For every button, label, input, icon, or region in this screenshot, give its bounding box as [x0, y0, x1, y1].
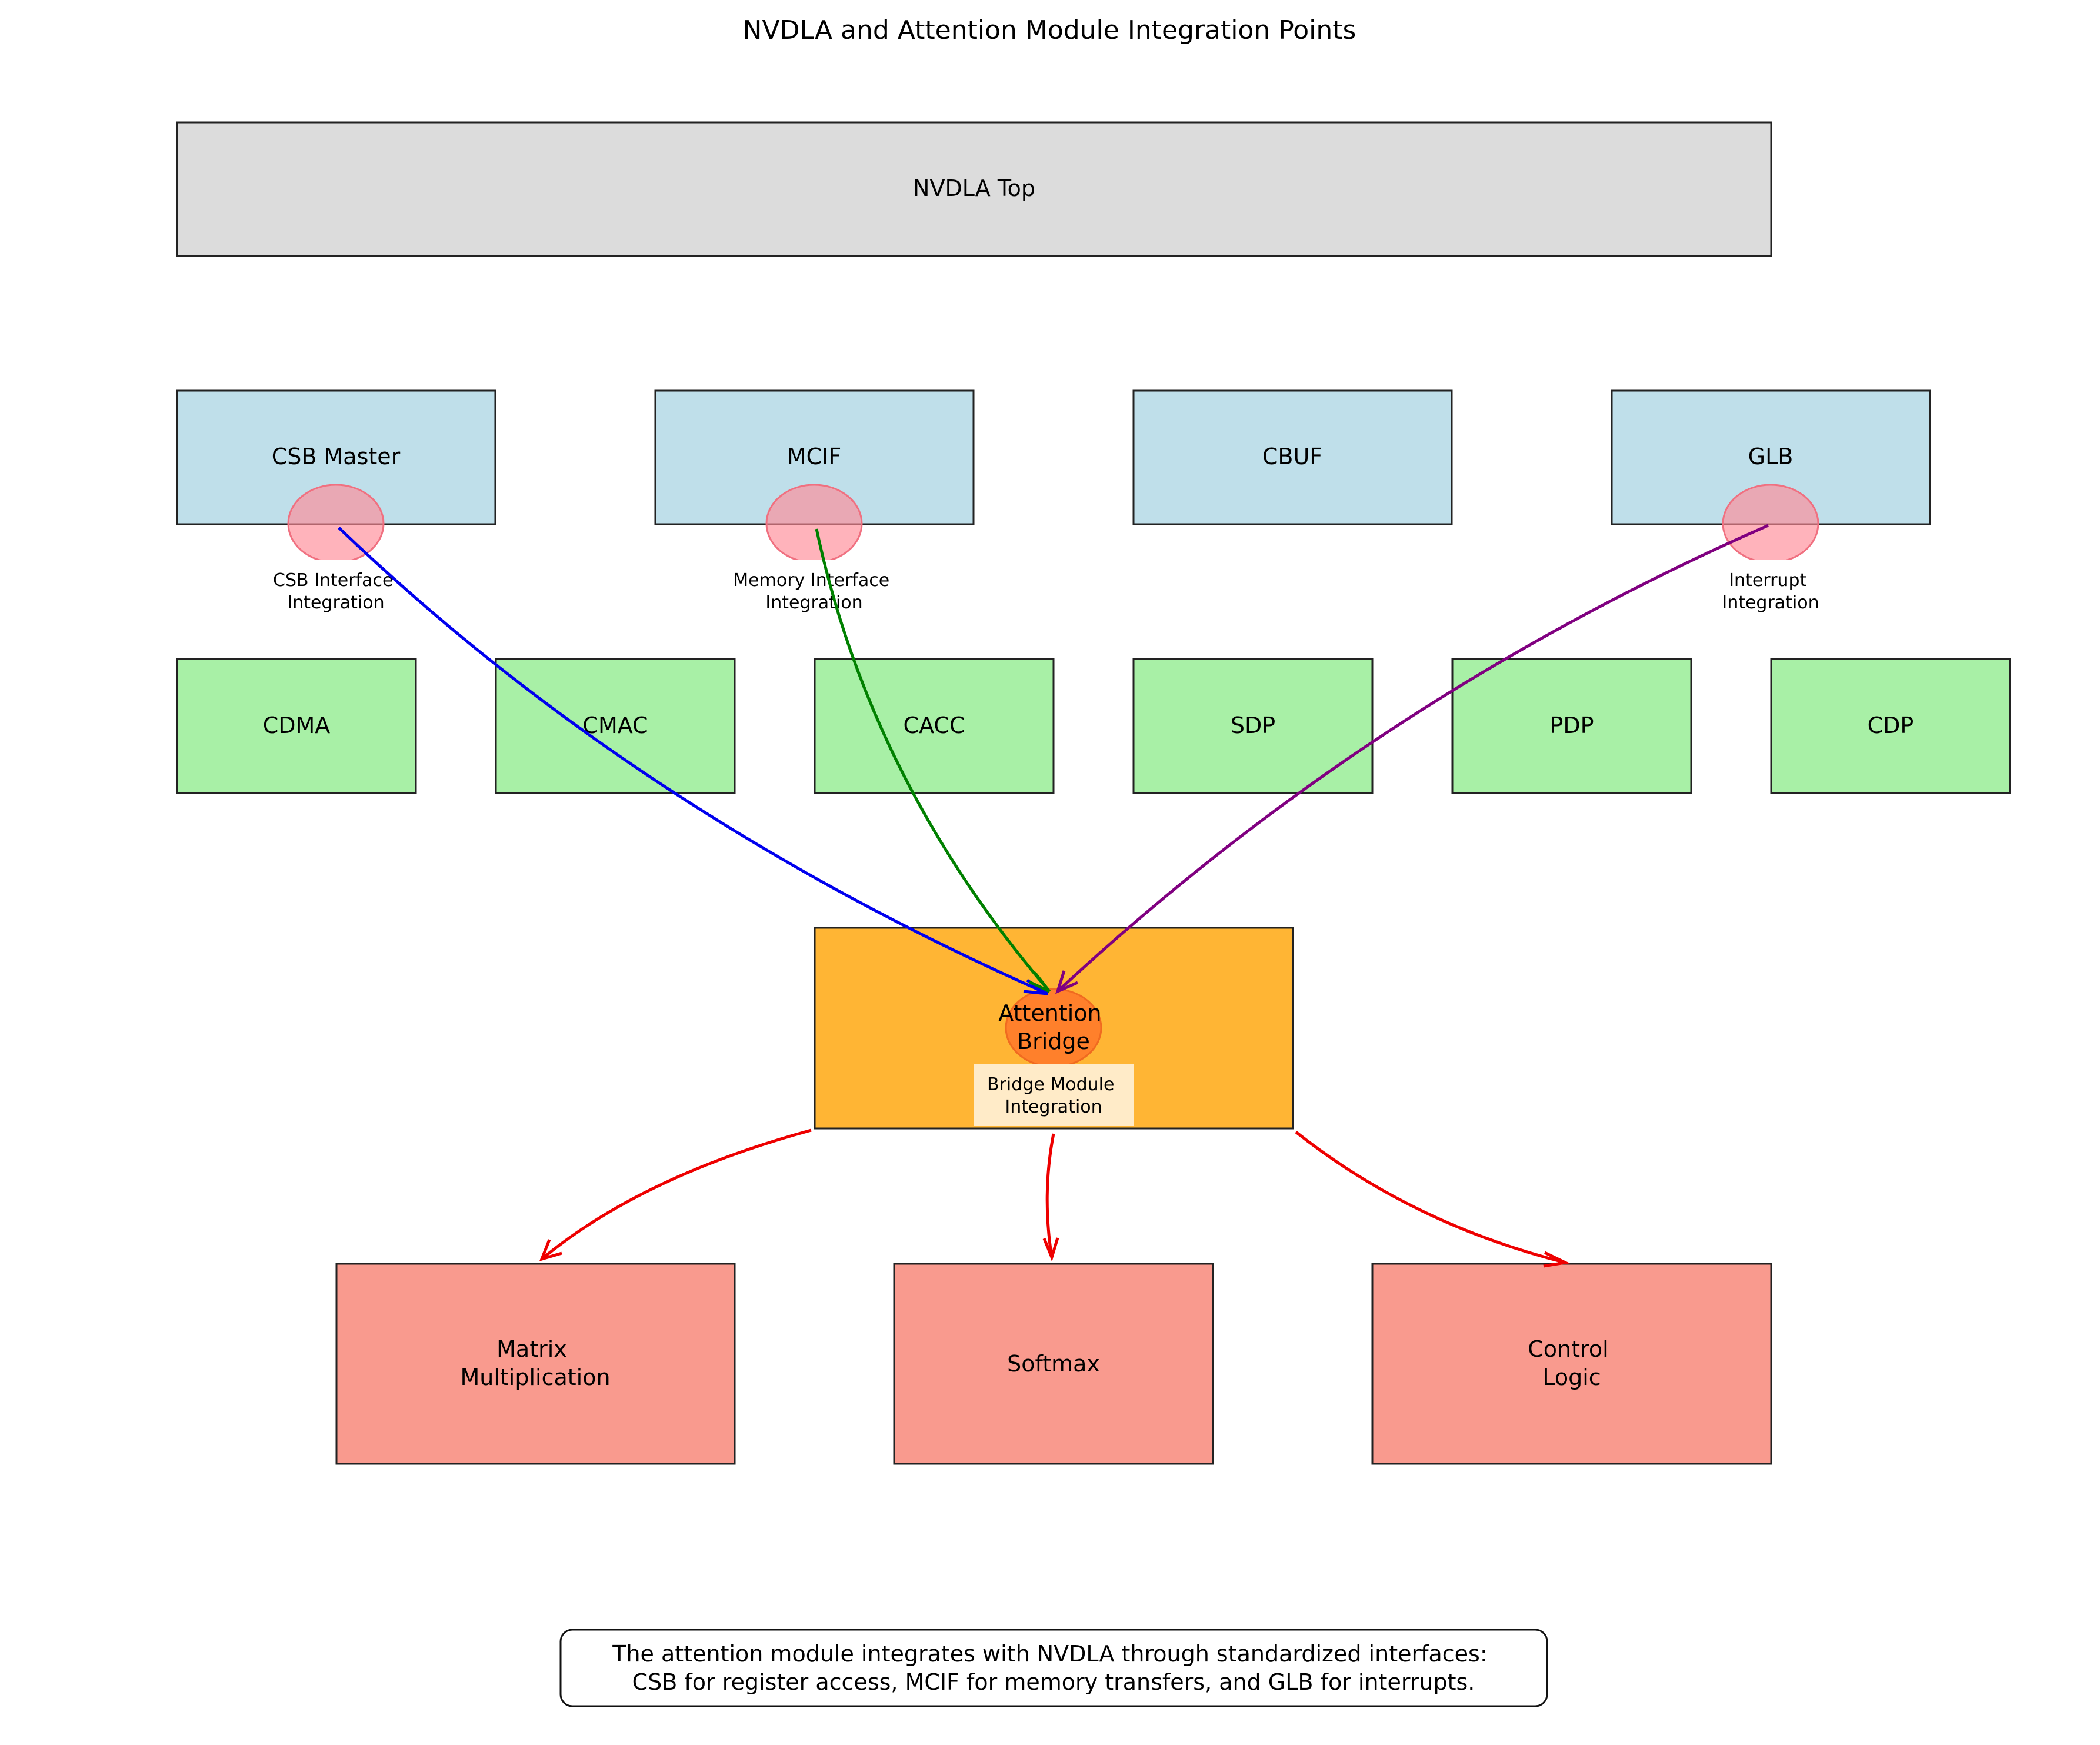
engine-label-cmac: CMAC [582, 712, 648, 738]
memory-integration-label: Memory Interface Integration [733, 570, 895, 613]
interrupt-integration-label: Interrupt Integration [1722, 570, 1819, 613]
attention-block-control-logic: Control Logic [1371, 1263, 1772, 1465]
engine-label-cdp: CDP [1868, 712, 1914, 738]
output-arrow-softmax [1045, 1133, 1055, 1258]
interrupt-arrow [1056, 524, 1769, 993]
engine-block-cdp: CDP [1770, 658, 2011, 794]
engine-label-pdp: PDP [1549, 712, 1594, 738]
memory-integration-marker [765, 484, 863, 560]
attention-block-matrix-multiplication: Matrix Multiplication [335, 1263, 736, 1465]
interface-label-csb-master: CSB Master [272, 444, 401, 469]
engine-block-cacc: CACC [814, 658, 1055, 794]
caption-box: The attention module integrates with NVD… [559, 1629, 1548, 1707]
engine-block-cmac: CMAC [495, 658, 736, 794]
nvdla-top-block: NVDLA Top [176, 121, 1772, 257]
interface-label-glb: GLB [1748, 444, 1794, 469]
csb-arrow [338, 527, 1049, 995]
output-arrow-matrix [541, 1128, 812, 1260]
engine-block-pdp: PDP [1451, 658, 1692, 794]
attention-bridge-block: Attention Bridge Bridge Module Integrati… [814, 927, 1294, 1130]
attention-label-softmax: Softmax [1007, 1351, 1100, 1377]
interface-label-mcif: MCIF [787, 444, 841, 469]
nvdla-top-label: NVDLA Top [913, 175, 1035, 201]
attention-bridge-label: Attention Bridge [998, 1000, 1108, 1054]
engine-label-cdma: CDMA [263, 712, 331, 738]
interrupt-arrowhead [1055, 970, 1079, 994]
attention-label-control-logic: Control Logic [1528, 1336, 1615, 1390]
csb-integration-label: CSB Interface Integration [273, 570, 399, 613]
bridge-note-box [974, 1064, 1134, 1126]
engine-label-sdp: SDP [1231, 712, 1275, 738]
engine-block-cdma: CDMA [176, 658, 417, 794]
engine-block-sdp: SDP [1132, 658, 1374, 794]
attention-label-matrix-multiplication: Matrix Multiplication [460, 1336, 610, 1390]
output-arrowhead-softmax [1042, 1237, 1059, 1262]
interrupt-integration-marker [1722, 484, 1819, 560]
nvdla-top-box [176, 121, 1772, 257]
engine-label-cacc: CACC [904, 712, 965, 738]
attention-block-softmax: Softmax [893, 1263, 1214, 1465]
diagram-title: NVDLA and Attention Module Integration P… [743, 15, 1356, 45]
output-arrow-control [1295, 1131, 1566, 1264]
output-arrowhead-matrix [539, 1239, 562, 1261]
csb-integration-marker [287, 484, 385, 560]
caption-text: The attention module integrates with NVD… [612, 1641, 1494, 1695]
memory-arrowhead [1028, 971, 1051, 993]
bridge-note-label: Bridge Module Integration [987, 1074, 1120, 1117]
interface-block-cbuf: CBUF [1132, 389, 1453, 525]
output-arrowhead-control [1543, 1251, 1571, 1268]
interface-label-cbuf: CBUF [1262, 444, 1322, 469]
memory-arrow [815, 528, 1051, 993]
